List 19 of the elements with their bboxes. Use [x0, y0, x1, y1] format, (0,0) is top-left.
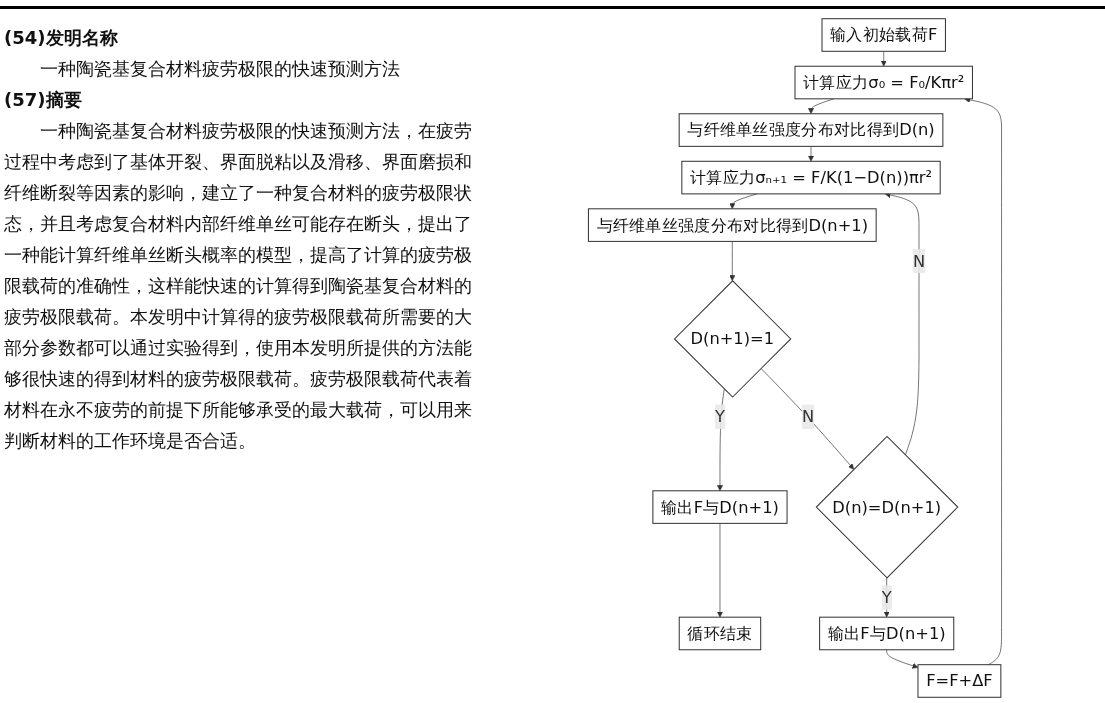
node-diamond: D(n+1)=1	[673, 280, 792, 398]
edge-label: Y	[881, 587, 892, 607]
node-box: 循环结束	[678, 616, 762, 651]
edge-label: Y	[714, 407, 725, 427]
invention-title: 一种陶瓷基复合材料疲劳极限的快速预测方法	[39, 57, 401, 81]
edge-label: N	[912, 251, 926, 271]
section-heading: (54)发明名称	[4, 26, 119, 50]
node-box: F=F+ΔF	[917, 664, 1002, 698]
node-box: 计算应力σ₀ = F₀/Kπr²	[794, 65, 973, 100]
node-box: 输出F与D(n+1)	[819, 616, 955, 651]
section-heading: (57)摘要	[4, 88, 83, 112]
node-box: 与纤维单丝强度分布对比得到D(n)	[678, 113, 944, 147]
node-box: 输出F与D(n+1)	[652, 490, 788, 524]
node-box: 输入初始载荷F	[821, 18, 946, 52]
node-diamond: D(n)=D(n+1)	[815, 435, 959, 579]
edge-label: N	[801, 407, 815, 427]
abstract-paragraph: 一种陶瓷基复合材料疲劳极限的快速预测方法，在疲劳过程中考虑到了基体开裂、界面脱粘以及滑移、界面磨损和纤维断裂等因素的影响，建立了一种复合材料的疲劳极限状态，并且考虑复合材料内部纤维单丝可能存在断头，提出了一种能计算纤维单丝断头概率的模型，提高了计算的疲劳极限载荷的准确性，这样能快速的计算得到陶瓷基复合材料的疲劳极限载荷。本发明中计算得的疲劳极限载荷所需要的大部分参数都可以通过实验得到，使用本发明所提供的方法能够很快速的得到材料的疲劳极限载荷。疲劳极限载荷代表着材料在永不疲劳的前提下所能够承受的最大载荷，可以用来判断材料的工作环境是否合适。	[4, 119, 473, 453]
node-box: 与纤维单丝强度分布对比得到D(n+1)	[587, 208, 877, 242]
node-box: 计算应力σₙ₊₁ = F/K(1−D(n))πr²	[681, 160, 941, 195]
